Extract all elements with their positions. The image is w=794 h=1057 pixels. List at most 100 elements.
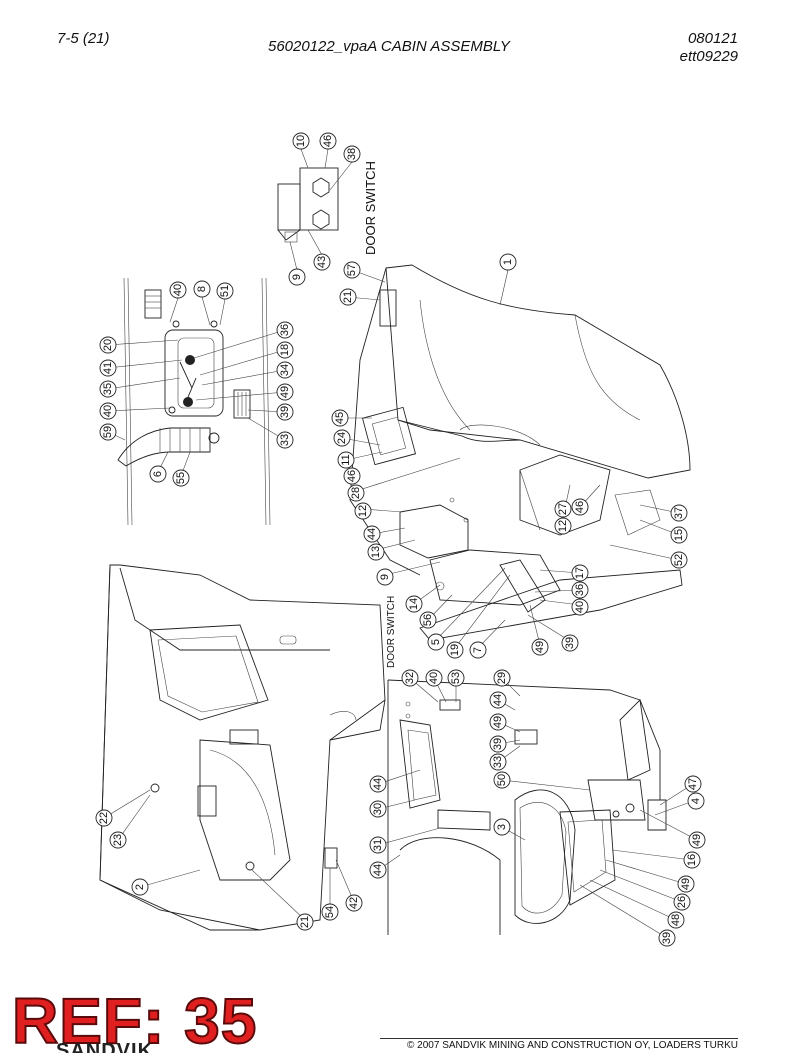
svg-text:5: 5 (430, 639, 442, 645)
svg-text:57: 57 (346, 264, 358, 276)
callout-39: 39 (276, 403, 294, 421)
document-code: 080121 ett09229 (680, 30, 738, 66)
svg-text:43: 43 (316, 256, 328, 268)
callout-49: 49 (276, 383, 294, 401)
door-switch-bracket-detail (277, 167, 339, 243)
callout-15: 15 (670, 526, 688, 544)
svg-text:12: 12 (357, 505, 369, 517)
svg-text:51: 51 (219, 285, 231, 297)
copyright-notice: © 2007 SANDVIK MINING AND CONSTRUCTION O… (407, 1040, 738, 1051)
svg-text:47: 47 (687, 778, 699, 790)
callout-21: 21 (339, 288, 357, 306)
svg-text:27: 27 (557, 503, 569, 515)
svg-text:49: 49 (279, 386, 291, 398)
svg-text:3: 3 (496, 824, 508, 830)
svg-text:19: 19 (449, 644, 461, 656)
callout-9: 9 (376, 568, 394, 586)
callout-19: 19 (446, 641, 464, 659)
callout-44: 44 (363, 525, 381, 543)
svg-text:4: 4 (690, 798, 702, 804)
svg-text:52: 52 (673, 554, 685, 566)
cabin-exterior-detail (349, 264, 691, 641)
callout-35: 35 (99, 380, 117, 398)
callout-50: 50 (493, 771, 511, 789)
svg-text:46: 46 (574, 501, 586, 513)
svg-text:50: 50 (496, 774, 508, 786)
svg-text:31: 31 (372, 839, 384, 851)
callout-10: 10 (292, 132, 310, 150)
callout-18: 18 (276, 341, 294, 359)
callout-17: 17 (571, 564, 589, 582)
callout-47: 47 (684, 775, 702, 793)
svg-text:20: 20 (102, 339, 114, 351)
cabin-interior-detail (387, 679, 667, 935)
svg-text:44: 44 (372, 864, 384, 876)
svg-text:1: 1 (502, 259, 514, 265)
callout-4: 4 (687, 792, 705, 810)
svg-text:2: 2 (134, 884, 146, 890)
callout-11: 11 (337, 451, 355, 469)
callout-44: 44 (369, 775, 387, 793)
svg-text:21: 21 (299, 916, 311, 928)
svg-text:29: 29 (496, 672, 508, 684)
callout-40: 40 (99, 402, 117, 420)
callout-44: 44 (489, 691, 507, 709)
callout-2: 2 (131, 878, 149, 896)
svg-text:39: 39 (279, 406, 291, 418)
svg-text:10: 10 (295, 135, 307, 147)
callout-14: 14 (405, 595, 423, 613)
callout-6: 6 (149, 465, 167, 483)
svg-text:33: 33 (492, 756, 504, 768)
callout-41: 41 (99, 359, 117, 377)
callout-24: 24 (333, 429, 351, 447)
svg-text:39: 39 (492, 738, 504, 750)
svg-text:8: 8 (196, 286, 208, 292)
svg-text:14: 14 (408, 598, 420, 610)
svg-text:36: 36 (279, 324, 291, 336)
callout-46: 46 (319, 132, 337, 150)
svg-text:45: 45 (334, 412, 346, 424)
callout-51: 51 (216, 282, 234, 300)
svg-text:6: 6 (152, 471, 164, 477)
svg-text:41: 41 (102, 362, 114, 374)
callout-52: 52 (670, 551, 688, 569)
callout-49: 49 (531, 638, 549, 656)
svg-text:37: 37 (673, 507, 685, 519)
callout-21: 21 (296, 913, 314, 931)
page-reference: 7-5 (21) (57, 30, 110, 47)
door-switch-label-top: DOOR SWITCH (363, 161, 378, 255)
svg-text:53: 53 (450, 672, 462, 684)
callout-44: 44 (369, 861, 387, 879)
callout-5: 5 (427, 633, 445, 651)
callout-8: 8 (193, 280, 211, 298)
footer-rule (380, 1038, 738, 1039)
callout-27: 27 (554, 500, 572, 518)
svg-text:56: 56 (422, 614, 434, 626)
callout-46: 46 (343, 467, 361, 485)
callout-26: 26 (673, 893, 691, 911)
callout-30: 30 (369, 800, 387, 818)
callout-28: 28 (347, 484, 365, 502)
svg-text:16: 16 (686, 854, 698, 866)
callout-40: 40 (425, 669, 443, 687)
callout-43: 43 (313, 253, 331, 271)
svg-text:39: 39 (564, 637, 576, 649)
callout-39: 39 (561, 634, 579, 652)
callout-1: 1 (499, 253, 517, 271)
svg-text:21: 21 (342, 291, 354, 303)
svg-text:22: 22 (98, 812, 110, 824)
svg-text:30: 30 (372, 803, 384, 815)
svg-text:17: 17 (574, 567, 586, 579)
callout-34: 34 (276, 361, 294, 379)
document-code-line2: ett09229 (679, 48, 738, 65)
callout-32: 32 (401, 669, 419, 687)
svg-text:12: 12 (557, 520, 569, 532)
callout-7: 7 (469, 641, 487, 659)
svg-text:7: 7 (472, 647, 484, 653)
svg-text:49: 49 (680, 878, 692, 890)
svg-text:44: 44 (492, 694, 504, 706)
svg-text:44: 44 (372, 778, 384, 790)
callout-37: 37 (670, 504, 688, 522)
callout-55: 55 (172, 469, 190, 487)
